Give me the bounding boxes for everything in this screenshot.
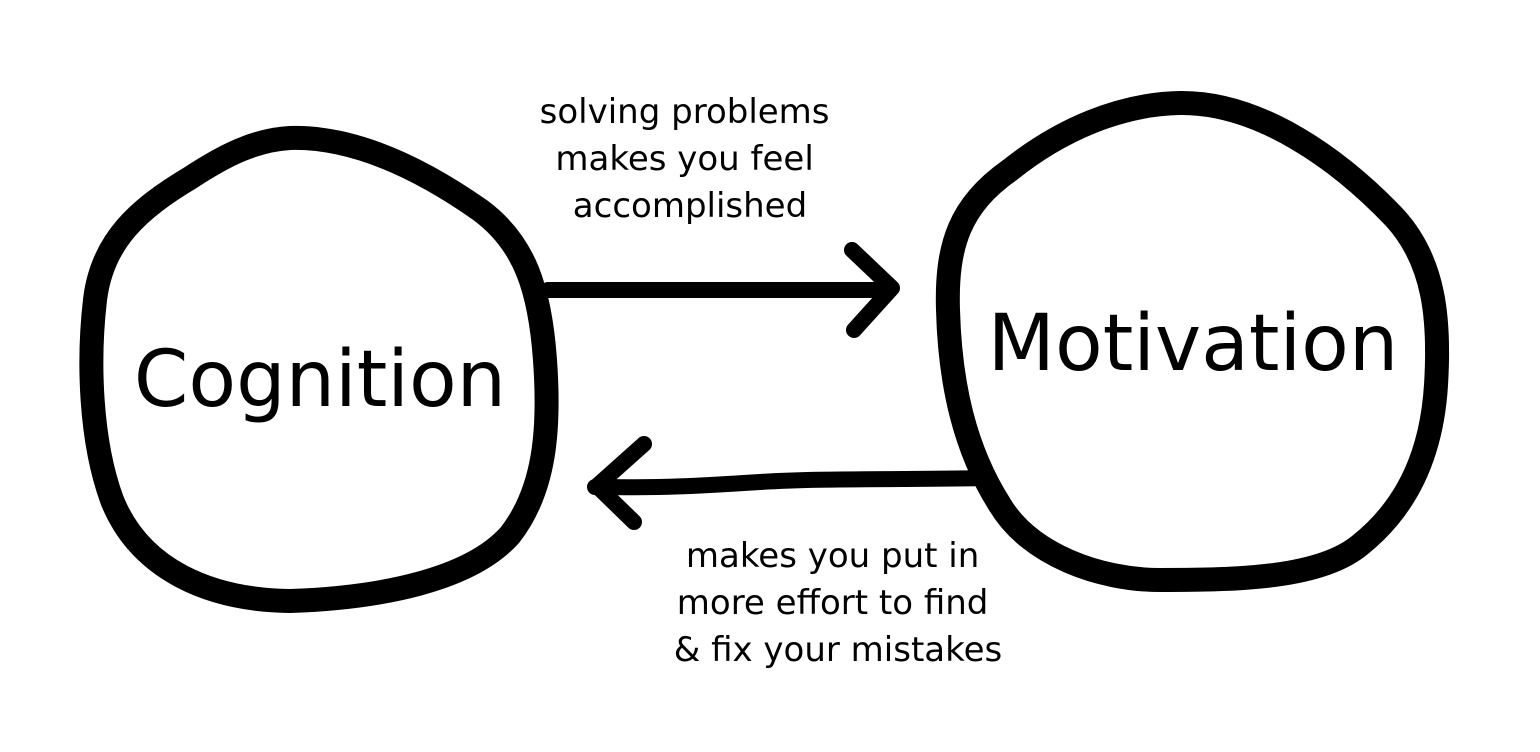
arrow-motivation-to-cognition [587,436,993,530]
arrow-cognition-to-motivation [540,242,900,338]
motivation-circle [935,90,1450,592]
arrowhead-left-icon [589,436,652,530]
edge-label-bottom-line-3: & fix your mistakes [674,630,1002,670]
motivation-label: Motivation [988,299,1399,389]
cognition-label: Cognition [134,335,506,425]
edge-label-bottom: makes you put in more effort to find & f… [674,536,1002,670]
edge-label-top-line-2: makes you feel [555,139,813,179]
edge-label-top-line-1: solving problems [540,92,830,132]
arrowhead-right-icon [844,242,900,338]
edge-label-top: solving problems makes you feel accompli… [540,92,841,226]
edge-label-top-line-3: accomplished [573,186,807,226]
arrow-shaft-left [587,470,993,496]
edge-label-bottom-line-1: makes you put in [686,536,979,576]
cognition-node: Cognition [79,125,559,613]
cognition-circle [79,125,559,613]
motivation-node: Motivation [935,90,1450,592]
edge-label-bottom-line-2: more effort to find [677,583,989,623]
